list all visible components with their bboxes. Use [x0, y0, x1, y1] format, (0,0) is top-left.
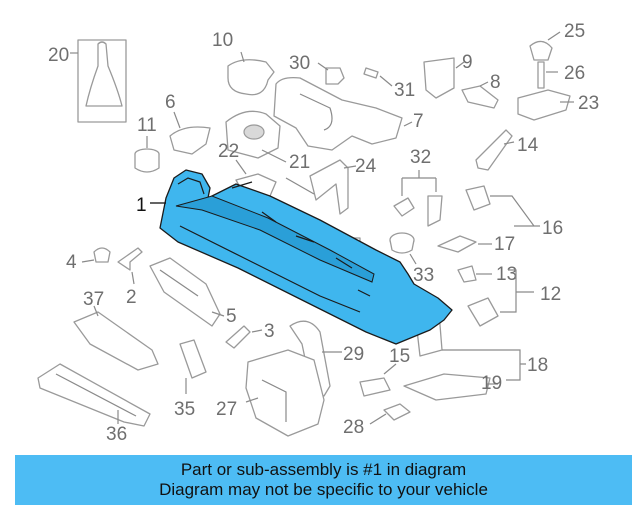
part-19 [403, 373, 498, 401]
callout-1[interactable]: 1 [136, 195, 147, 216]
callout-9[interactable]: 9 [462, 52, 473, 73]
callout-35[interactable]: 35 [174, 399, 195, 420]
callout-19[interactable]: 19 [481, 373, 502, 394]
callout-12[interactable]: 12 [540, 284, 561, 305]
part-15 [359, 363, 397, 397]
callout-7[interactable]: 7 [413, 111, 424, 132]
part-16 [465, 185, 540, 227]
callout-22[interactable]: 22 [218, 141, 239, 162]
part-35-cylinder [179, 339, 207, 394]
part-17 [437, 235, 492, 253]
part-31-bolt [363, 67, 393, 87]
part-2-bracket [117, 247, 143, 285]
callout-14[interactable]: 14 [517, 135, 539, 156]
part-36-rail [37, 363, 151, 427]
part-28 [369, 403, 411, 425]
part-25-shift-knob [529, 31, 561, 61]
part-12 [467, 269, 534, 327]
part-27-shifter-base [245, 349, 325, 437]
part-30-clip [317, 62, 345, 85]
part-26-shaft [537, 61, 558, 89]
callout-23[interactable]: 23 [578, 93, 599, 114]
callout-4[interactable]: 4 [66, 252, 77, 273]
callout-21[interactable]: 21 [289, 152, 310, 173]
callout-32[interactable]: 32 [410, 147, 431, 168]
callout-20[interactable]: 20 [48, 45, 69, 66]
callout-11[interactable]: 11 [137, 115, 157, 136]
callout-8[interactable]: 8 [490, 72, 501, 93]
part-20-shift-boot [70, 39, 127, 123]
part-8 [461, 81, 499, 109]
part-7-bracket [273, 76, 413, 151]
part-37-trim [73, 305, 159, 371]
part-14 [475, 129, 515, 171]
part-1-center-console[interactable] [150, 169, 453, 345]
callout-13[interactable]: 13 [496, 264, 517, 285]
callout-3[interactable]: 3 [264, 321, 275, 342]
callout-15[interactable]: 15 [389, 346, 410, 367]
banner-line-1: Part or sub-assembly is #1 in diagram [180, 460, 467, 479]
callout-30[interactable]: 30 [289, 53, 310, 74]
part-6 [169, 111, 211, 155]
callout-37[interactable]: 37 [83, 289, 104, 310]
part-5-side-panel [149, 257, 225, 327]
banner-line-2: Diagram may not be specific to your vehi… [159, 480, 488, 499]
part-21-shifter-housing [225, 110, 287, 163]
callout-17[interactable]: 17 [494, 234, 515, 255]
part-3-clip [225, 325, 263, 349]
part-23-selector-cover [517, 89, 574, 121]
callout-24[interactable]: 24 [355, 156, 377, 177]
part-32-fasteners [393, 170, 443, 227]
callout-26[interactable]: 26 [564, 63, 585, 84]
part-10 [227, 51, 275, 96]
callout-16[interactable]: 16 [542, 218, 563, 239]
callout-29[interactable]: 29 [343, 344, 364, 365]
part-9 [423, 57, 465, 99]
callout-10[interactable]: 10 [212, 30, 233, 51]
part-4-plug [81, 247, 111, 263]
part-33 [389, 232, 417, 265]
callout-25[interactable]: 25 [564, 21, 585, 42]
callout-6[interactable]: 6 [165, 92, 176, 113]
callout-28[interactable]: 28 [343, 417, 364, 438]
part-13 [457, 265, 492, 283]
callout-31[interactable]: 31 [394, 80, 415, 101]
callout-18[interactable]: 18 [527, 355, 548, 376]
callout-36[interactable]: 36 [106, 424, 127, 445]
info-banner: Part or sub-assembly is #1 in diagram Di… [15, 455, 632, 505]
callout-33[interactable]: 33 [413, 265, 434, 286]
callout-27[interactable]: 27 [216, 399, 237, 420]
part-24-bracket [285, 159, 357, 215]
callout-5[interactable]: 5 [226, 306, 237, 327]
part-11-cup [134, 136, 160, 173]
callout-2[interactable]: 2 [126, 287, 137, 308]
